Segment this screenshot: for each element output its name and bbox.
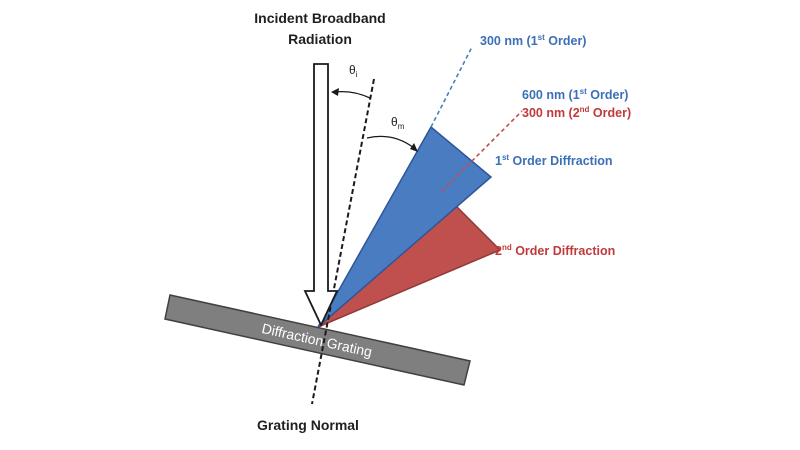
first-order-diffraction-sup: st [502, 153, 509, 162]
label-600nm-first-order-main: 600 nm (1 [522, 88, 580, 102]
theta-m-symbol: θ [391, 115, 398, 129]
first-order-diffraction-num: 1 [495, 154, 502, 168]
second-order-diffraction-num: 2 [495, 244, 502, 258]
theta-m-subscript: m [398, 122, 405, 131]
second-order-diffraction-sup: nd [502, 243, 512, 252]
incident-radiation-label-line2: Radiation [288, 31, 352, 47]
second-order-300nm-dashed-line [441, 110, 523, 192]
label-300nm-second-order-tail: Order) [589, 106, 631, 120]
theta-i-arrowhead [331, 88, 339, 96]
label-600nm-first-order-sup: st [580, 87, 587, 96]
incident-radiation-label-line1: Incident Broadband [254, 10, 385, 26]
first-order-diffraction-text: Order Diffraction [509, 154, 613, 168]
theta-i-arc [334, 90, 371, 99]
first-order-300nm-dashed-line [430, 46, 473, 128]
first-order-wedge [317, 125, 493, 328]
label-300nm-second-order: 300 nm (2nd Order) [522, 105, 631, 120]
first-order-diffraction-label: 1st Order Diffraction [495, 153, 613, 168]
label-300nm-first-order-main: 300 nm (1 [480, 34, 538, 48]
label-300nm-second-order-main: 300 nm (2 [522, 106, 580, 120]
label-300nm-first-order: 300 nm (1st Order) [480, 33, 586, 48]
grating-normal-dashed-line [311, 78, 375, 405]
theta-m-arc [366, 135, 415, 149]
label-300nm-first-order-sup: st [538, 33, 545, 42]
diffraction-grating-bar [164, 294, 471, 386]
theta-i-label: θi [349, 63, 358, 79]
label-600nm-first-order-tail: Order) [587, 88, 629, 102]
theta-m-arrowhead [410, 143, 418, 152]
theta-i-subscript: i [356, 70, 358, 79]
grating-normal-label: Grating Normal [257, 417, 359, 433]
label-300nm-first-order-tail: Order) [545, 34, 587, 48]
second-order-diffraction-label: 2nd Order Diffraction [495, 243, 615, 258]
theta-m-label: θm [391, 115, 405, 131]
theta-i-symbol: θ [349, 63, 356, 77]
label-300nm-second-order-sup: nd [580, 105, 590, 114]
label-600nm-first-order: 600 nm (1st Order) [522, 87, 628, 102]
incident-radiation-arrow [303, 63, 339, 328]
second-order-diffraction-text: Order Diffraction [512, 244, 616, 258]
